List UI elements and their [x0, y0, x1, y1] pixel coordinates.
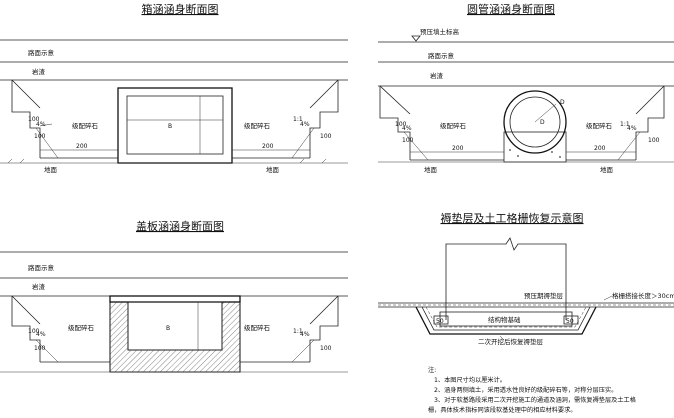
note-3: 3、对于软基路段采用二次开挖施工的通道及涵洞，需恢复褥垫层及土工格	[434, 396, 637, 404]
restore-title: 褥垫层及土工格栅恢复示意图	[441, 211, 584, 225]
notes-heading: 注:	[428, 366, 436, 374]
svg-text:4%: 4%	[402, 125, 412, 132]
box-ground-right: 地面	[266, 165, 280, 174]
svg-text:100: 100	[648, 137, 660, 144]
cushion-restore-section: 褥垫层及土工格栅恢复示意图 预压期褥垫层 格栅搭接长度＞30cm 50 50 结…	[378, 211, 674, 346]
svg-text:100: 100	[34, 345, 46, 352]
svg-text:200: 200	[594, 145, 606, 152]
svg-text:4%: 4%	[36, 331, 46, 338]
svg-text:4%: 4%	[36, 121, 46, 128]
svg-text:4%: 4%	[300, 331, 310, 338]
box-foundation-label: 岩渣	[32, 67, 46, 76]
svg-text:D: D	[540, 119, 545, 126]
note-4: 栅，具体技术指标同该段软基处理中的相应材料要求。	[428, 406, 577, 414]
svg-text:100: 100	[28, 116, 40, 123]
structure-base-label: 结构物基础	[488, 315, 521, 324]
svg-text:1:1: 1:1	[293, 116, 303, 123]
pipe-backfill-right: 级配碎石	[586, 121, 613, 130]
svg-text:200: 200	[76, 143, 88, 150]
box-ground-left: 地面	[44, 165, 58, 174]
preload-cushion-label: 预压期褥垫层	[524, 291, 564, 300]
notes-block: 注: 1、本图尺寸均以厘米计。 2、涵身两侧填土，采用透水性良好的级配碎石等，对…	[428, 366, 637, 414]
pipe-ground-left: 地面	[424, 165, 438, 174]
svg-text:4%: 4%	[300, 121, 310, 128]
box-backfill-right: 级配碎石	[244, 121, 271, 130]
box-backfill-left: 级配碎石	[72, 121, 99, 130]
note-2: 2、涵身两侧填土，采用透水性良好的级配碎石等，对称分层压实。	[434, 386, 617, 394]
box-culvert-section: 箱涵涵身断面图 路面示意 岩渣 4% 100 100 200 级配碎石 B 4%…	[0, 2, 348, 174]
pipe-backfill-left: 级配碎石	[440, 121, 467, 130]
pipe-preload-label: 预压填土标高	[420, 27, 460, 36]
svg-text:4%: 4%	[627, 125, 637, 132]
geogrid-length-label: 格栅搭接长度＞30cm	[612, 291, 674, 300]
svg-text:100: 100	[28, 328, 40, 335]
svg-text:100: 100	[320, 133, 332, 140]
pipe-culvert-title: 圆管涵涵身断面图	[467, 2, 555, 16]
second-cushion-label: 二次开挖后恢复褥垫层	[478, 337, 544, 346]
svg-text:100: 100	[34, 133, 46, 140]
slab-culvert-title: 盖板涵涵身断面图	[136, 219, 224, 233]
slab-backfill-left: 级配碎石	[68, 323, 95, 332]
svg-text:1:1: 1:1	[293, 328, 303, 335]
svg-text:200: 200	[452, 145, 464, 152]
svg-text:100: 100	[320, 345, 332, 352]
svg-text:50: 50	[566, 318, 574, 325]
svg-text:100: 100	[395, 121, 407, 128]
pipe-culvert-section: 圆管涵涵身断面图 预压填土标高 路面示意 岩渣 4% 100 100 200 级…	[378, 2, 674, 174]
pipe-foundation-label: 岩渣	[430, 71, 444, 80]
svg-text:100: 100	[402, 137, 414, 144]
pipe-diameter-label: D	[560, 99, 565, 106]
note-1: 1、本图尺寸均以厘米计。	[434, 376, 506, 384]
box-span-label: B	[168, 123, 172, 130]
svg-text:200: 200	[262, 143, 274, 150]
slab-road-hint-label: 路面示意	[28, 263, 55, 272]
slab-foundation-label: 岩渣	[32, 282, 46, 291]
svg-text:50: 50	[436, 318, 444, 325]
pipe-road-hint-label: 路面示意	[428, 51, 455, 60]
box-road-hint-label: 路面示意	[28, 48, 55, 57]
svg-text:1:1: 1:1	[620, 121, 630, 128]
pipe-ground-right: 地面	[600, 165, 614, 174]
slab-backfill-right: 级配碎石	[244, 323, 271, 332]
slab-culvert-section: 盖板涵涵身断面图 路面示意 岩渣 4% 100 100 级配碎石 B 4% 1:…	[0, 219, 348, 373]
box-culvert-title: 箱涵涵身断面图	[142, 2, 219, 16]
slab-span-label: B	[166, 325, 170, 332]
